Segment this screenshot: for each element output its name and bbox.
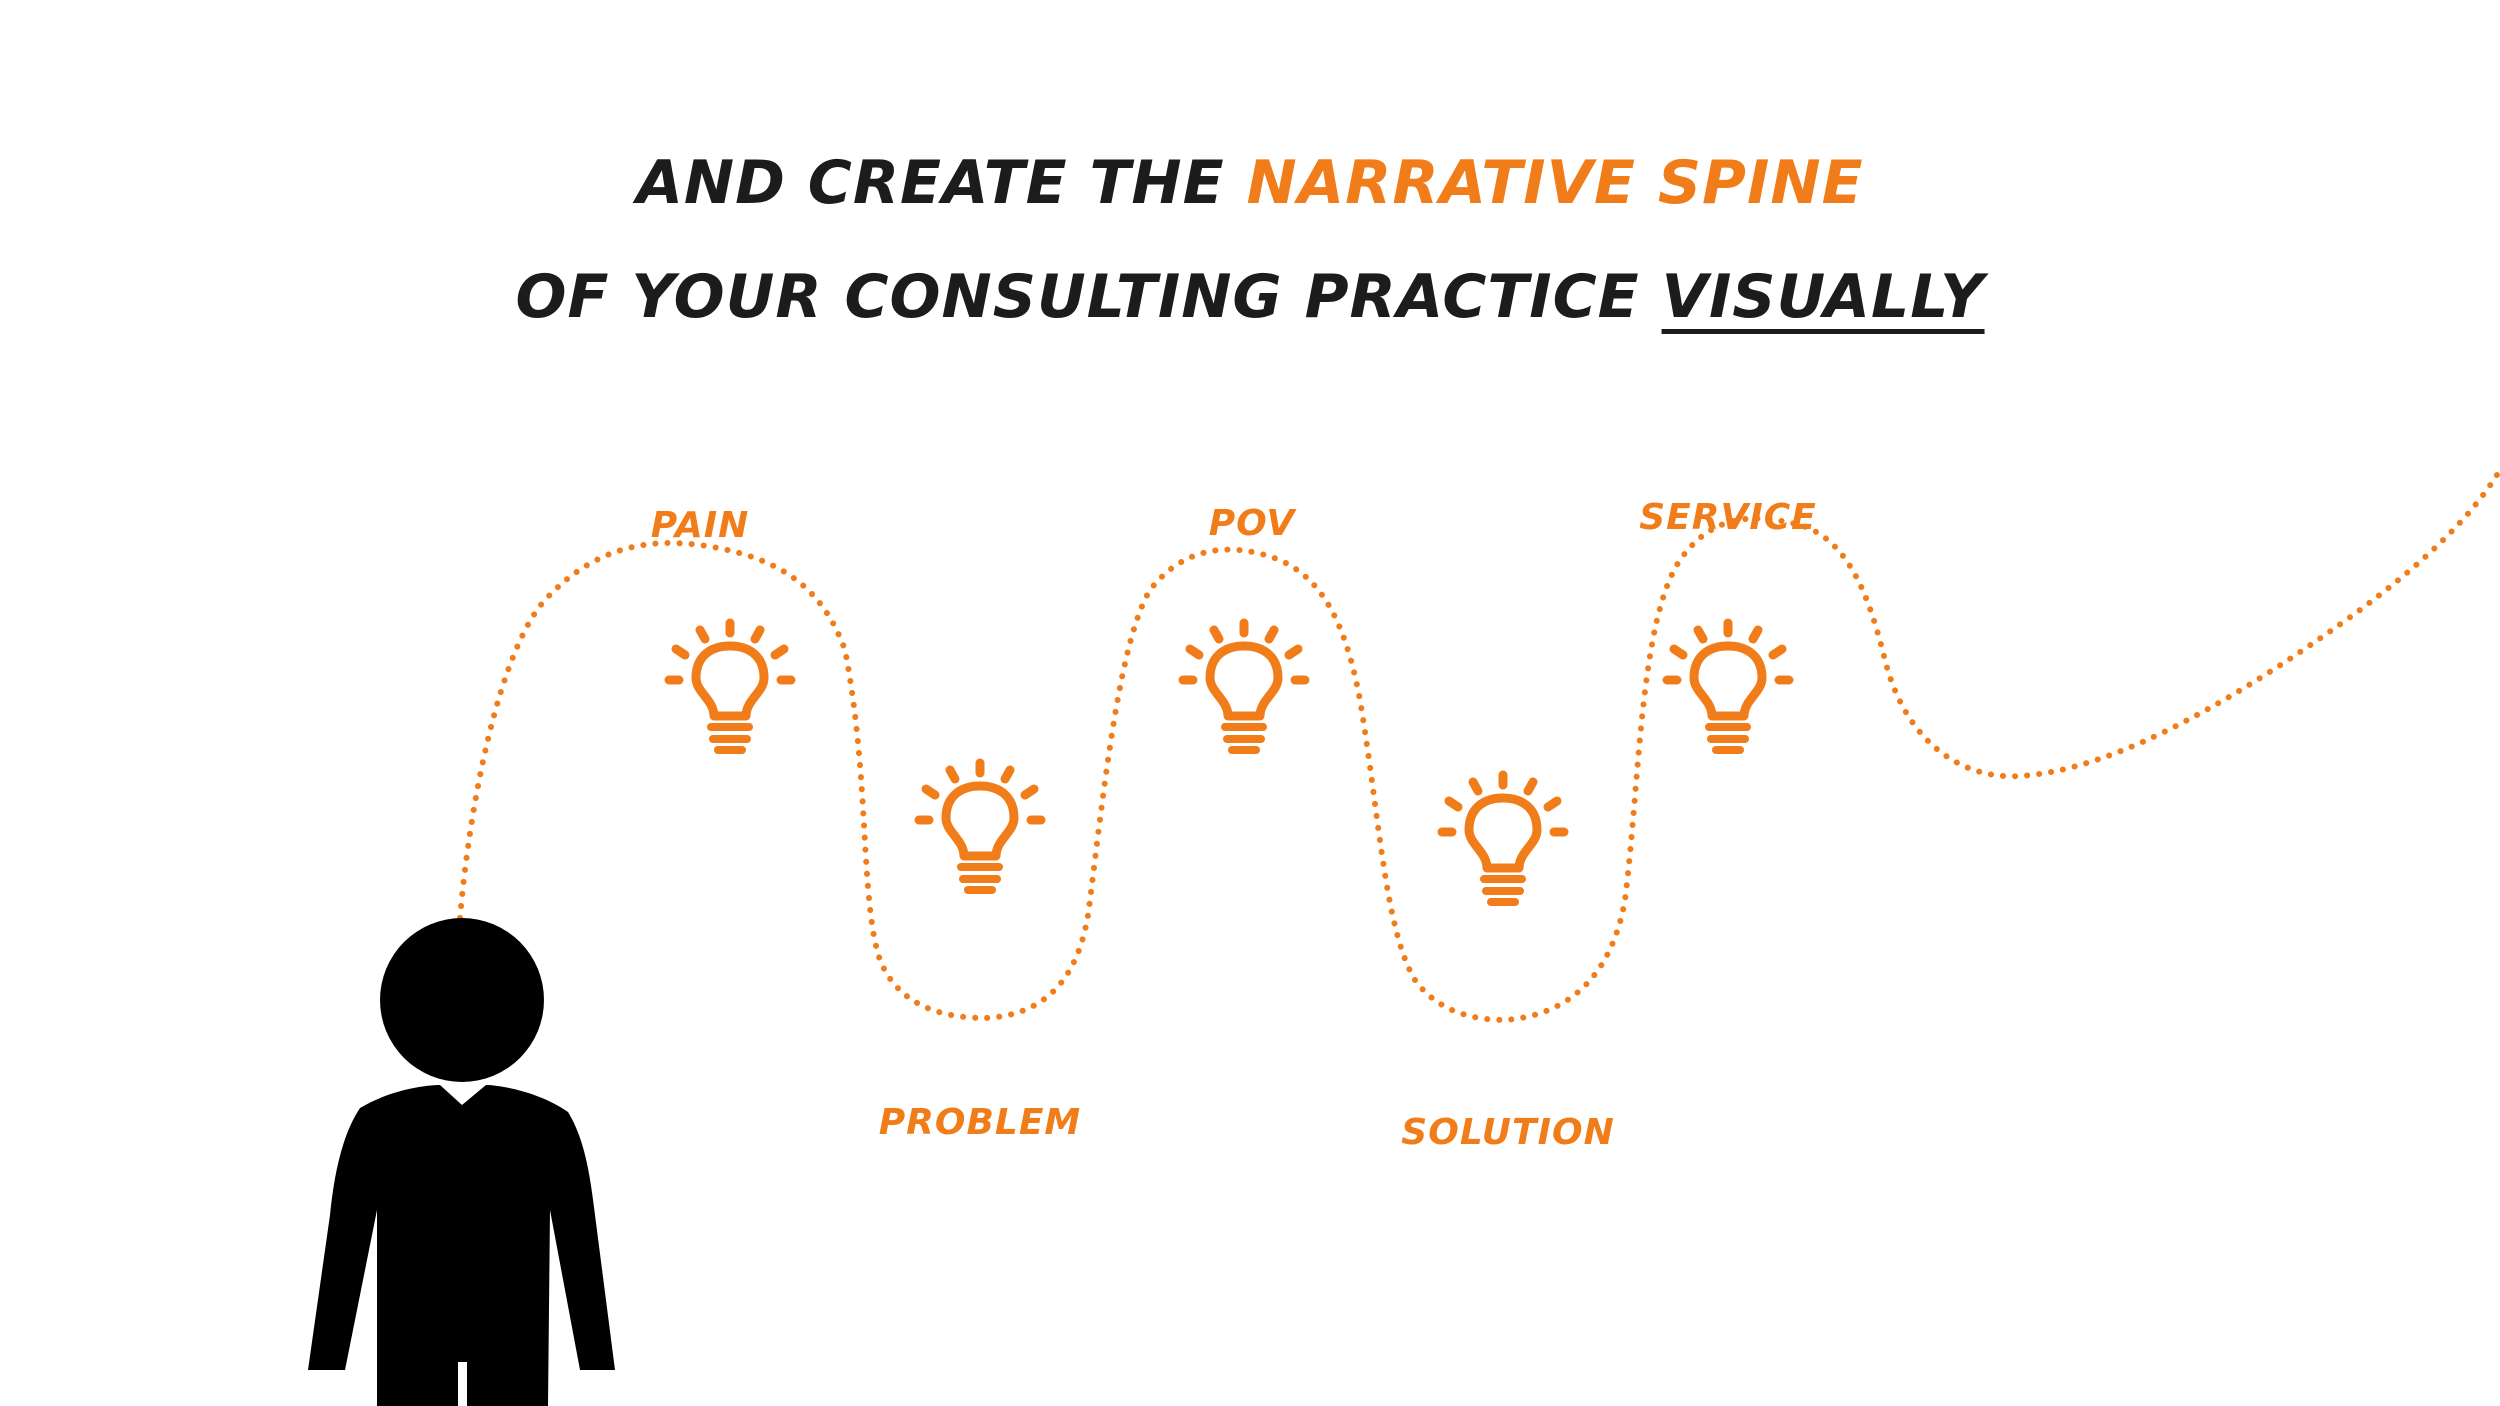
lightbulb-icon (1667, 623, 1789, 750)
headline-prefix: AND CREATE THE (636, 148, 1225, 218)
lightbulb-group (669, 623, 1789, 902)
person-icon (308, 918, 615, 1406)
stage-label-solution: SOLUTION (1401, 1112, 1615, 1153)
headline-line-2: OF YOUR CONSULTING PRACTICE VISUALLY (0, 262, 2500, 332)
stage-label-service: SERVICE (1639, 497, 1817, 538)
lightbulb-icon (919, 763, 1041, 890)
headline-line-1: AND CREATE THE NARRATIVE SPINE (0, 148, 2500, 218)
stage-label-pov: POV (1208, 503, 1296, 544)
headline-emphasis: VISUALLY (1661, 262, 1985, 332)
headline-highlight: NARRATIVE SPINE (1246, 148, 1864, 218)
headline-prefix-2: OF YOUR CONSULTING PRACTICE (515, 262, 1640, 332)
person-head (380, 918, 544, 1082)
lightbulb-icon (669, 623, 791, 750)
lightbulb-icon (1183, 623, 1305, 750)
stage-label-problem: PROBLEM (878, 1102, 1082, 1143)
lightbulb-icon (1442, 775, 1564, 902)
stage-label-pain: PAIN (650, 505, 750, 546)
person-body (308, 1085, 615, 1406)
narrative-path (457, 467, 2500, 1024)
